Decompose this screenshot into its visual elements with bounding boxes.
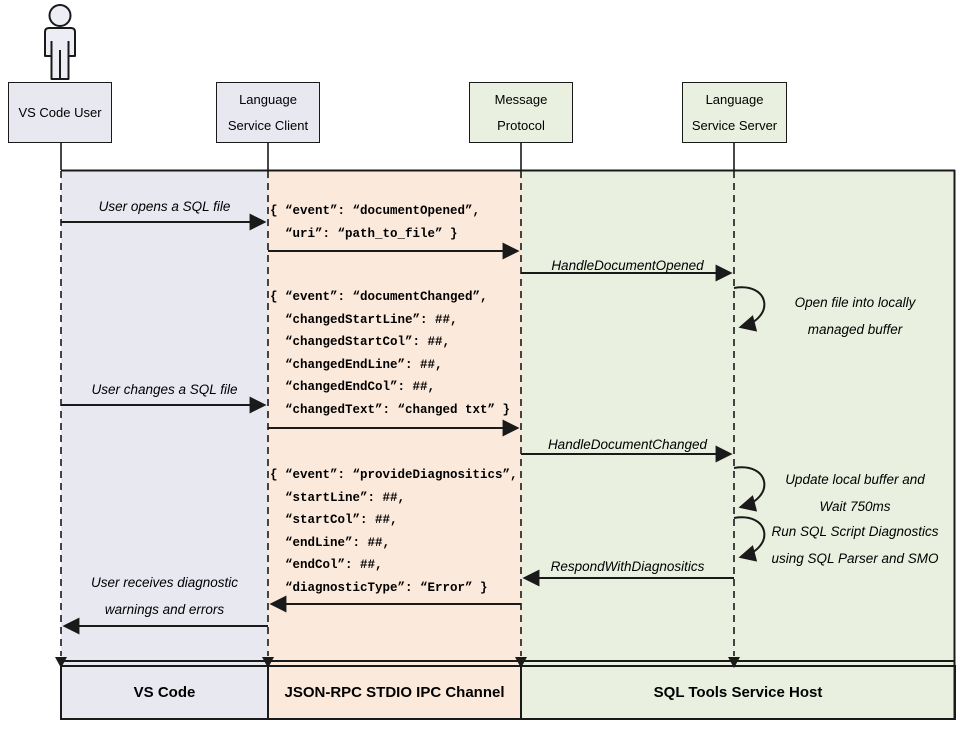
actor-label: Protocol [497,117,545,133]
actor-label: Language [705,91,764,107]
actor-label: Message [494,91,548,107]
lifeline-stubs [60,143,735,170]
actor-label: Language [239,91,297,107]
footer-label-sql-tools-service-host: SQL Tools Service Host [653,684,823,701]
actor-icon [44,4,76,80]
self-loop-open-file [733,286,766,332]
down-arrowheads [55,657,740,668]
payload-document-opened: { “event”: “documentOpened”, “uri”: “pat… [270,204,481,241]
actor-box-language-service-client: Language Service Client [216,82,320,143]
actor-label: VS Code User [18,104,102,120]
self-loop-update-buffer [733,466,766,512]
footer-box-json-rpc-channel: JSON-RPC STDIO IPC Channel [267,665,522,720]
actor-box-vs-code-user: VS Code User [8,82,112,143]
lane-vscode-background [61,170,268,720]
footer-label-json-rpc-channel: JSON-RPC STDIO IPC Channel [284,684,505,701]
actor-box-message-protocol: Message Protocol [469,82,573,143]
actor-label: Service Client [227,117,309,133]
actor-box-language-service-server: Language Service Server [682,82,787,143]
actor-head [48,4,72,27]
footer-label-vs-code: VS Code [133,684,196,701]
lane-ipc-background [268,170,521,720]
actor-label: Service Server [691,117,778,133]
note-update-local-buffer: Update local buffer and Wait 750ms [785,472,925,514]
label-respond-with-diagnositics: RespondWithDiagnositics [550,559,705,574]
lane-host-background [521,170,955,720]
label-handle-document-changed: HandleDocumentChanged [547,437,708,452]
self-loop-run-diagnostics [733,516,766,562]
label-user-changes-sql-file: User changes a SQL file [91,382,238,397]
label-user-opens-sql-file: User opens a SQL file [98,199,231,214]
note-open-file-into-buffer: Open file into locally managed buffer [794,295,916,337]
note-run-sql-diagnostics: Run SQL Script Diagnostics using SQL Par… [771,524,939,566]
payload-provide-diagnositics: { “event”: “provideDiagnositics”, “start… [270,468,518,595]
label-user-receives-diagnostics: User receives diagnostic warnings and er… [90,575,239,617]
label-handle-document-opened: HandleDocumentOpened [551,258,704,273]
payload-document-changed: { “event”: “documentChanged”, “changedSt… [270,290,511,417]
